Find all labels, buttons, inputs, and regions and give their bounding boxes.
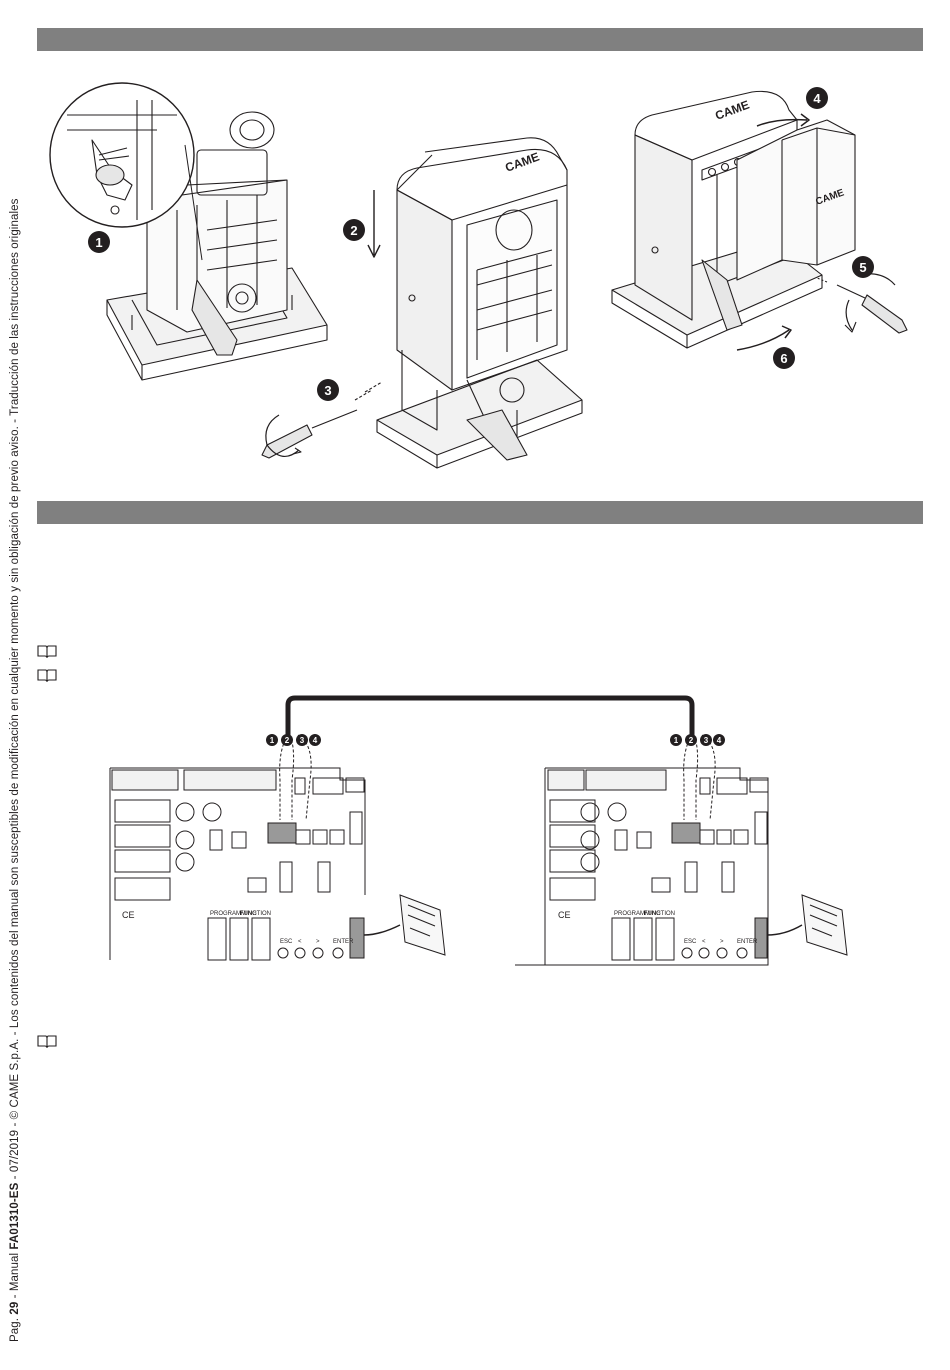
cover-brand-logo: CAME — [713, 98, 751, 123]
control-board-left — [109, 767, 401, 961]
step-badge: 5 — [852, 256, 874, 278]
wire-bundle-right — [683, 734, 716, 821]
svg-text:3: 3 — [300, 736, 305, 745]
svg-text:4: 4 — [313, 736, 318, 745]
svg-text:PROGRAMMING: PROGRAMMING — [614, 911, 661, 917]
svg-text:<: < — [298, 939, 302, 945]
svg-text:2: 2 — [689, 736, 694, 745]
wire-number-badge: 2 — [281, 734, 293, 746]
gearmotor-open-unit — [106, 111, 328, 381]
right-board-labels: PROGRAMMING FUNCTION ESC < > ENTER CE — [558, 910, 758, 945]
svg-text:1: 1 — [674, 736, 679, 745]
manual-book-icon — [37, 1035, 57, 1048]
svg-text:FUNCTION: FUNCTION — [644, 911, 675, 917]
step-badge: 2 — [343, 219, 365, 241]
step-badge: 3 — [317, 379, 339, 401]
screwdriver-right — [816, 273, 908, 334]
screwdriver-bottom — [261, 381, 383, 459]
manual-book-icon — [37, 645, 57, 658]
step-badge: 6 — [773, 347, 795, 369]
svg-text:ENTER: ENTER — [333, 939, 354, 945]
radio-module-left — [399, 894, 446, 956]
release-knob-zoom-detail — [49, 82, 203, 261]
wire-number-badge: 3 — [700, 734, 712, 746]
svg-text:PROGRAMMING: PROGRAMMING — [210, 911, 257, 917]
svg-text:>: > — [316, 939, 320, 945]
svg-text:ESC: ESC — [684, 939, 697, 945]
svg-text:4: 4 — [813, 91, 821, 106]
svg-text:<: < — [702, 939, 706, 945]
svg-text:ESC: ESC — [280, 939, 293, 945]
svg-text:2: 2 — [285, 736, 290, 745]
svg-text:>: > — [720, 939, 724, 945]
wire-number-badge: 1 — [266, 734, 278, 746]
svg-text:4: 4 — [717, 736, 722, 745]
gearmotor-cover-lowering — [367, 137, 583, 469]
svg-text:5: 5 — [859, 260, 866, 275]
wire-bundle-left — [279, 734, 312, 821]
control-board-right — [515, 767, 803, 966]
wire-number-badge: 2 — [685, 734, 697, 746]
cover-installation-illustration: CAME CAME CAME 1 2 3 4 5 6 — [49, 82, 908, 469]
svg-text:ENTER: ENTER — [737, 939, 758, 945]
section-header-bar-middle — [37, 501, 923, 524]
sidebar-footer: Pag. 29 - Manual FA01310-ES - 07/2019 - … — [0, 0, 21, 1370]
wire-number-badge: 1 — [670, 734, 682, 746]
wire-number-badge: 4 — [713, 734, 725, 746]
wire-number-badge: 4 — [309, 734, 321, 746]
page-number: 29 — [9, 1301, 21, 1315]
step-badge: 1 — [88, 231, 110, 253]
svg-text:3: 3 — [704, 736, 709, 745]
svg-text:1: 1 — [95, 235, 102, 250]
section-header-bar-top — [37, 28, 923, 51]
left-board-labels: PROGRAMMING FUNCTION ESC < > ENTER CE — [122, 910, 354, 945]
svg-text:CE: CE — [122, 910, 135, 920]
svg-text:3: 3 — [324, 383, 331, 398]
manual-book-icon — [37, 669, 57, 682]
gearmotor-cover-fitted — [611, 90, 856, 351]
svg-text:CE: CE — [558, 910, 571, 920]
sidebar-footer-text: Pag. 29 - Manual FA01310-ES - 07/2019 - … — [9, 198, 21, 1342]
wire-number-badge: 3 — [296, 734, 308, 746]
svg-text:2: 2 — [350, 223, 357, 238]
svg-text:FUNCTION: FUNCTION — [240, 911, 271, 917]
svg-text:1: 1 — [270, 736, 275, 745]
svg-text:6: 6 — [780, 351, 787, 366]
step-badge: 4 — [806, 87, 828, 109]
control-board-connection-diagram: PROGRAMMING FUNCTION ESC < > ENTER CE — [109, 695, 848, 966]
manual-code: FA01310-ES — [9, 1182, 21, 1250]
radio-module-right — [801, 894, 848, 956]
